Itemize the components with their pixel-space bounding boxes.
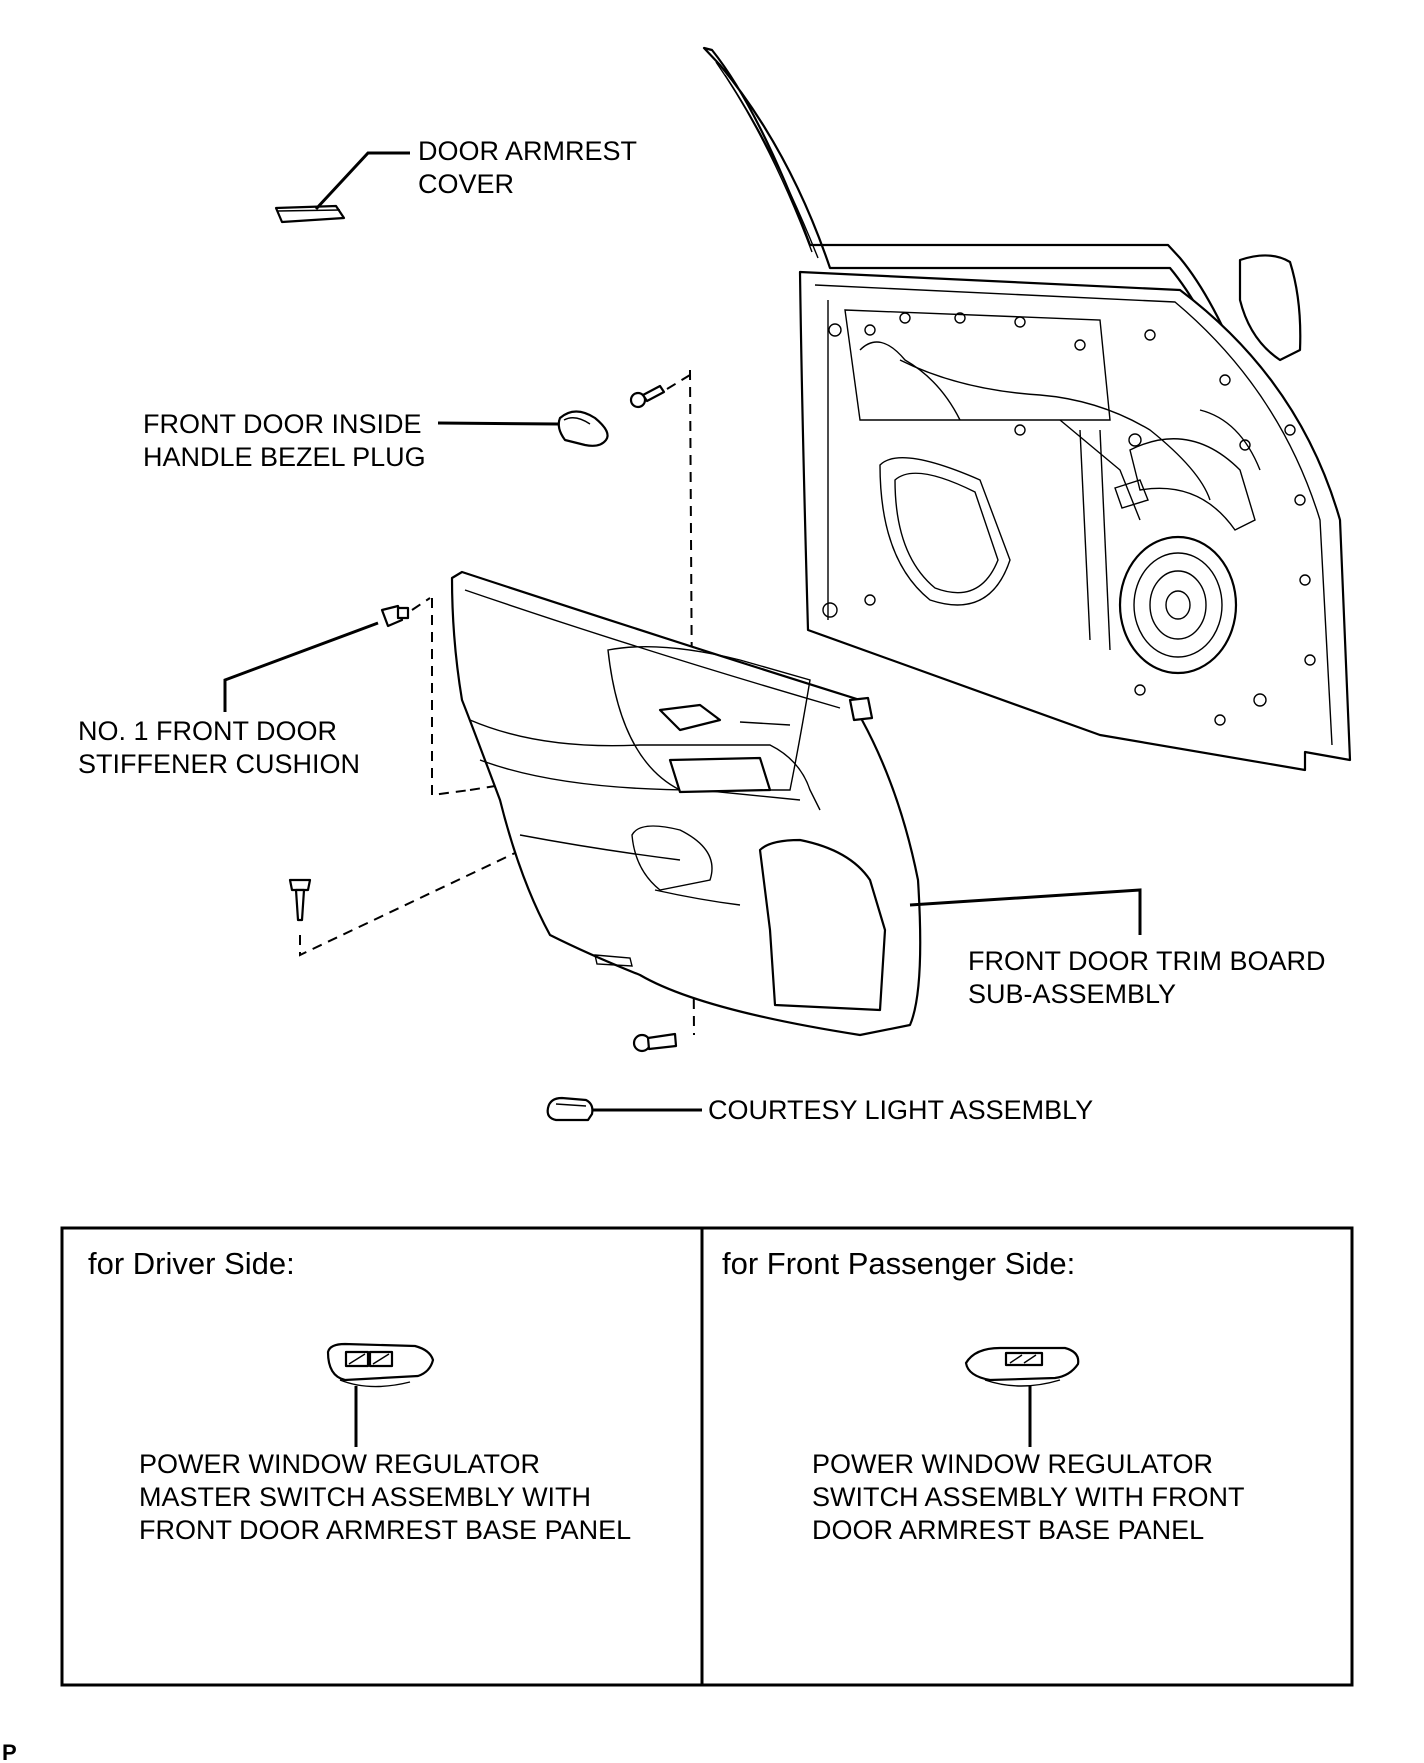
- stiffener-cushion-leader: [223, 621, 379, 712]
- corner-code: P: [2, 1740, 17, 1763]
- screw-upper: [629, 384, 666, 409]
- driver-part-name-3: FRONT DOOR ARMREST BASE PANEL: [139, 1515, 631, 1545]
- passenger-part-name-1: POWER WINDOW REGULATOR: [812, 1449, 1213, 1479]
- master-switch-drawing: [326, 1342, 435, 1447]
- variant-table: [60, 1226, 1354, 1687]
- front-door-trim-board-drawing: [450, 570, 1142, 1037]
- label-stiffener-cushion-1: NO. 1 FRONT DOOR: [78, 716, 337, 746]
- driver-side-header: for Driver Side:: [88, 1246, 295, 1281]
- passenger-switch-drawing: [964, 1346, 1080, 1447]
- driver-part-name-1: POWER WINDOW REGULATOR: [139, 1449, 540, 1479]
- label-trim-board-2: SUB-ASSEMBLY: [968, 979, 1176, 1009]
- label-stiffener-cushion-2: STIFFENER CUSHION: [78, 749, 360, 779]
- inside-handle-bezel-plug-drawing: [437, 410, 609, 447]
- passenger-part-name-2: SWITCH ASSEMBLY WITH FRONT: [812, 1482, 1245, 1512]
- passenger-part-name-3: DOOR ARMREST BASE PANEL: [812, 1515, 1204, 1545]
- courtesy-light-drawing: [546, 1096, 702, 1122]
- front-door-panel-drawing: [702, 46, 1352, 772]
- door-armrest-cover-drawing: [274, 151, 410, 224]
- label-courtesy-light: COURTESY LIGHT ASSEMBLY: [708, 1095, 1093, 1125]
- screw-left: [288, 878, 312, 922]
- label-bezel-plug-2: HANDLE BEZEL PLUG: [143, 442, 426, 472]
- label-door-armrest-cover-2: COVER: [418, 169, 514, 199]
- screw-bottom: [632, 1032, 678, 1053]
- driver-part-name-2: MASTER SWITCH ASSEMBLY WITH: [139, 1482, 591, 1512]
- passenger-side-header: for Front Passenger Side:: [722, 1246, 1075, 1281]
- label-bezel-plug-1: FRONT DOOR INSIDE: [143, 409, 422, 439]
- label-door-armrest-cover-1: DOOR ARMREST: [418, 136, 637, 166]
- label-trim-board-1: FRONT DOOR TRIM BOARD: [968, 946, 1326, 976]
- clip-stiffener: [380, 604, 410, 628]
